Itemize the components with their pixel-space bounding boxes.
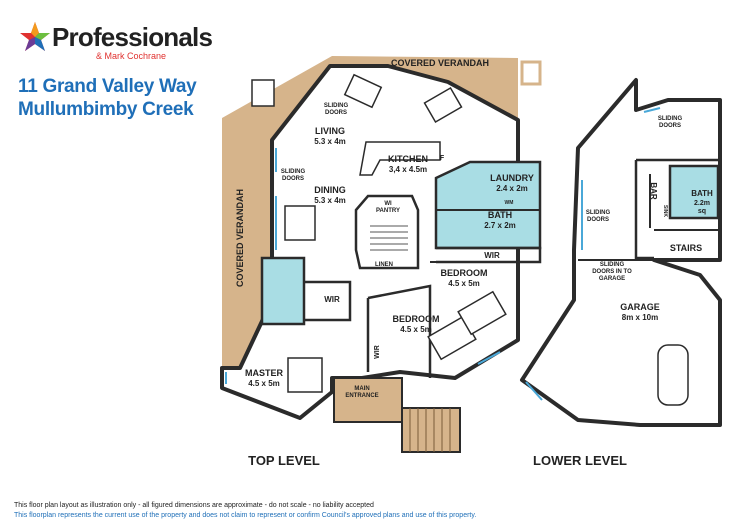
- bedroom-b-size: 4.5 x 5m: [400, 325, 432, 334]
- bath-top-label: BATH: [488, 210, 512, 220]
- main-entrance-area: [333, 377, 403, 423]
- brand-agent: & Mark Cochrane: [96, 51, 167, 61]
- brand-logo: Professionals & Mark Cochrane: [18, 20, 213, 66]
- kitchen-label: KITCHEN: [388, 154, 428, 164]
- address-line-1: 11 Grand Valley Way: [18, 76, 197, 97]
- sofa-icon: [343, 73, 383, 109]
- verandah-deck: [222, 56, 518, 368]
- bedroom-bed-icon-2: [457, 290, 507, 336]
- master-size: 4.5 x 5m: [248, 379, 280, 388]
- car-icon: [657, 344, 689, 406]
- linen-label: LINEN: [375, 262, 393, 268]
- stairs-label: STAIRS: [670, 243, 702, 253]
- laundry-label: LAUNDRY: [490, 173, 534, 183]
- dining-table-icon: [284, 205, 316, 241]
- wm-label: WM: [505, 200, 514, 206]
- entry-stairs: [401, 407, 461, 453]
- top-level-label: TOP LEVEL: [248, 453, 320, 468]
- fridge-label: F: [440, 155, 445, 162]
- laundry-size: 2.4 x 2m: [496, 184, 528, 193]
- bedroom-a-size: 4.5 x 5m: [448, 279, 480, 288]
- bar-label: BAR: [649, 182, 658, 200]
- bedroom-a-label: BEDROOM: [441, 268, 488, 278]
- bath-lower-label: BATH: [691, 189, 713, 198]
- verandah-table-icon: [251, 79, 275, 107]
- brand-name: Professionals: [52, 22, 213, 52]
- dining-size: 5.3 x 4m: [314, 196, 346, 205]
- star-logo-icon: [20, 22, 50, 51]
- garage-label: GARAGE: [620, 302, 660, 312]
- laundry-bath-area: [434, 160, 542, 250]
- disclaimer-line-1: This floor plan layout as illustration o…: [14, 502, 374, 509]
- wir-laundry-label: WIR: [484, 251, 500, 260]
- wir-hall-label: WIR: [374, 345, 381, 359]
- bedroom-b-label: BEDROOM: [393, 314, 440, 324]
- master-bed-icon: [287, 357, 323, 393]
- kitchen-size: 3,4 x 4.5m: [389, 165, 427, 174]
- sink-label: SINK: [662, 205, 668, 217]
- address-line-2: Mullumbimby Creek: [18, 99, 194, 120]
- ensuite-area: [260, 256, 306, 326]
- garage-size: 8m x 10m: [622, 313, 658, 322]
- bath-top-size: 2.7 x 2m: [484, 221, 516, 230]
- dining-label: DINING: [314, 185, 346, 195]
- wir-master-label: WIR: [324, 295, 340, 304]
- master-label: MASTER: [245, 368, 284, 378]
- disclaimer-line-2: This floorplan represents the current us…: [14, 512, 477, 519]
- sofa-icon: [423, 86, 463, 124]
- living-size: 5.3 x 4m: [314, 137, 346, 146]
- covered-verandah-side-label: COVERED VERANDAH: [235, 189, 245, 287]
- lower-level-label: LOWER LEVEL: [533, 453, 627, 468]
- lower-bath-area: [668, 164, 720, 220]
- living-label: LIVING: [315, 126, 345, 136]
- covered-verandah-top-label: COVERED VERANDAH: [391, 58, 489, 68]
